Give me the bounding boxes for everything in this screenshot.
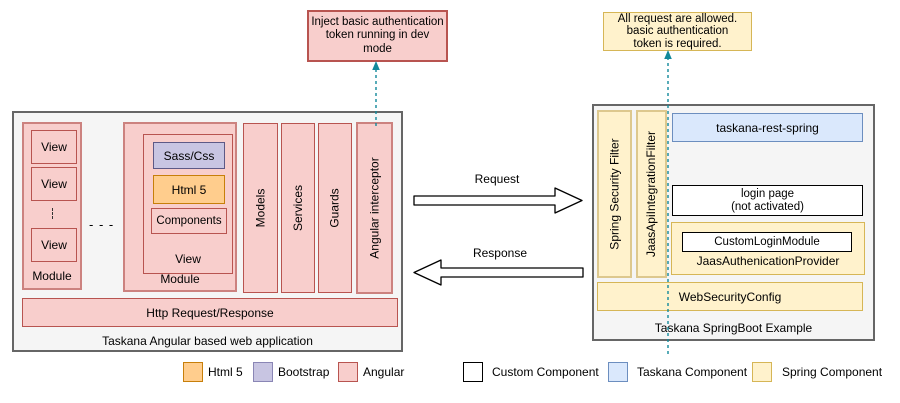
- springboot-callout-arrowhead: [664, 50, 672, 59]
- web-security-config-label: WebSecurityConfig: [678, 289, 782, 304]
- jaas-api-integration-filter-label: JaasApiIntegrationFilter: [644, 130, 659, 258]
- module-1-view-2: View: [31, 167, 77, 201]
- login-page-box: login page (not activated): [672, 185, 863, 216]
- html5-label: Html 5: [171, 182, 207, 197]
- column-services: Services: [281, 123, 315, 293]
- response-label: Response: [472, 246, 528, 260]
- column-spring-security-filter: Spring Security Filter: [597, 110, 632, 278]
- legend-swatch-spring-component: [752, 362, 772, 382]
- module-2-label: Module: [160, 272, 200, 286]
- custom-login-module-box: CustomLoginModule: [682, 232, 852, 252]
- custom-login-module-label: CustomLoginModule: [714, 236, 820, 248]
- view-label: View: [41, 140, 67, 154]
- column-angular-interceptor-label: Angular interceptor: [367, 157, 382, 259]
- login-page-label: login page (not activated): [731, 187, 804, 213]
- html5-box: Html 5: [153, 175, 225, 204]
- column-models: Models: [243, 123, 278, 293]
- legend-swatch-bootstrap: [253, 362, 273, 382]
- module-1-label: Module: [32, 269, 72, 283]
- components-box: Components: [151, 208, 227, 234]
- http-request-response-label: Http Request/Response: [146, 305, 274, 320]
- module-1: View View View Module: [22, 122, 82, 290]
- column-jaas-api-integration-filter: JaasApiIntegrationFilter: [636, 110, 667, 278]
- column-guards: Guards: [318, 123, 352, 293]
- components-label: Components: [156, 215, 222, 227]
- springboot-title: Taskana SpringBoot Example: [654, 321, 813, 335]
- legend-label-html5: Html 5: [208, 365, 243, 379]
- module-1-view-3: View: [31, 228, 77, 262]
- callout-all-requests-allowed-text: All request are allowed. basic authentic…: [617, 12, 738, 50]
- view-label: View: [41, 238, 67, 252]
- module-1-view-1: View: [31, 130, 77, 164]
- legend-label-custom-component: Custom Component: [492, 365, 599, 379]
- request-arrow: [413, 187, 583, 214]
- legend-swatch-custom-component: [463, 362, 483, 382]
- legend-label-spring-component: Spring Component: [782, 365, 883, 379]
- module-2: Sass/Css Html 5 Components View Module: [123, 122, 237, 292]
- column-guards-label: Guards: [328, 188, 343, 228]
- taskana-rest-spring-box: taskana-rest-spring: [672, 113, 863, 142]
- module-2-view-label: View: [175, 252, 201, 266]
- legend-label-taskana-component: Taskana Component: [637, 365, 748, 379]
- taskana-rest-spring-label: taskana-rest-spring: [716, 120, 819, 135]
- legend-label-angular: Angular: [363, 365, 405, 379]
- callout-inject-auth-token: Inject basic authentication token runnin…: [307, 10, 448, 62]
- http-request-response-bar: Http Request/Response: [22, 298, 398, 327]
- column-angular-interceptor: Angular interceptor: [356, 122, 393, 294]
- legend-swatch-html5: [183, 362, 203, 382]
- legend-swatch-taskana-component: [608, 362, 628, 382]
- spring-security-filter-label: Spring Security Filter: [607, 138, 622, 250]
- module-2-view: Sass/Css Html 5 Components View: [143, 134, 233, 274]
- legend-label-bootstrap: Bootstrap: [278, 365, 330, 379]
- sass-css-label: Sass/Css: [163, 148, 215, 163]
- views-ellipsis-vertical: [52, 208, 53, 219]
- callout-inject-auth-token-text: Inject basic authentication token runnin…: [311, 15, 444, 55]
- sass-css-box: Sass/Css: [153, 142, 225, 169]
- column-models-label: Models: [253, 188, 268, 228]
- view-label: View: [41, 177, 67, 191]
- column-services-label: Services: [291, 184, 306, 232]
- web-security-config-box: WebSecurityConfig: [597, 282, 863, 311]
- modules-ellipsis-horizontal: - - -: [89, 217, 115, 232]
- legend-swatch-angular: [338, 362, 358, 382]
- jaas-authentication-provider-label: JaasAuthenicationProvider: [696, 254, 840, 268]
- request-label: Request: [474, 172, 520, 186]
- angular-app-title: Taskana Angular based web application: [102, 334, 313, 348]
- jaas-authentication-provider-box: CustomLoginModule JaasAuthenicationProvi…: [671, 222, 865, 275]
- interceptor-callout-arrowhead: [372, 61, 380, 70]
- callout-all-requests-allowed: All request are allowed. basic authentic…: [603, 12, 752, 51]
- response-arrow: [413, 259, 584, 286]
